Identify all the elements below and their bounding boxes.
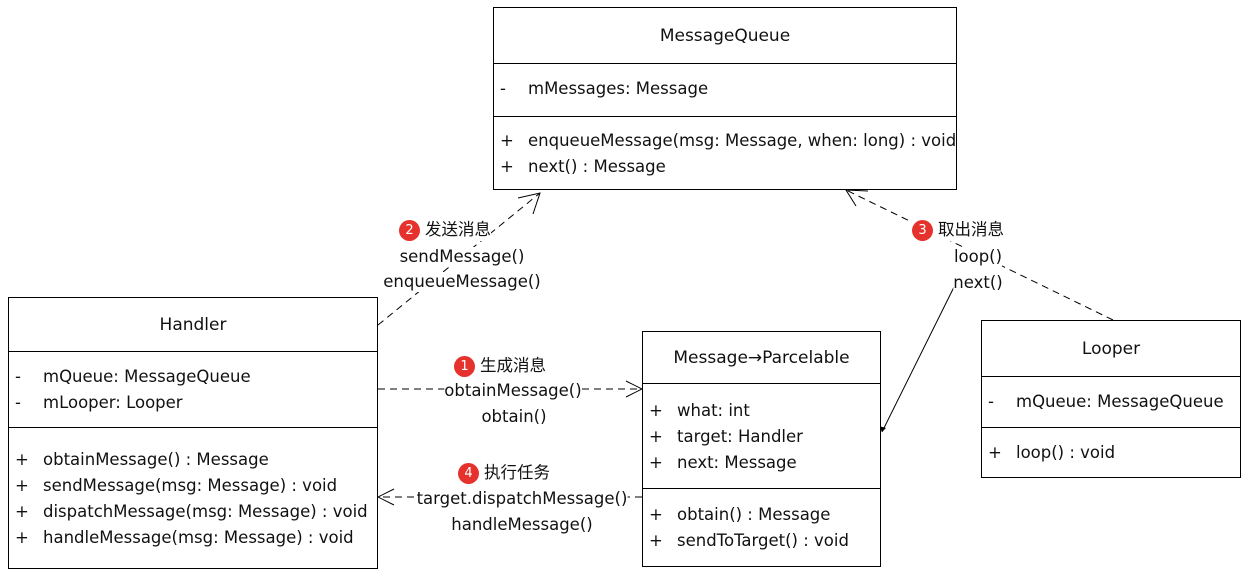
attribute-text: target: Handler bbox=[677, 427, 803, 446]
visibility-marker: - bbox=[988, 392, 994, 411]
visibility-marker: - bbox=[15, 393, 21, 412]
edge-send-arrowhead bbox=[517, 192, 541, 215]
edge-title: 执行任务 bbox=[484, 463, 550, 482]
step-badge: 2 bbox=[399, 220, 420, 241]
visibility-marker: + bbox=[15, 502, 29, 521]
method-text: loop() : void bbox=[1016, 443, 1116, 462]
class-name: Message→Parcelable bbox=[643, 332, 880, 384]
visibility-marker: - bbox=[15, 367, 21, 386]
visibility-marker: + bbox=[649, 401, 663, 420]
method-text: sendToTarget() : void bbox=[677, 531, 849, 550]
method-row: + sendMessage(msg: Message) : void bbox=[9, 476, 377, 502]
attribute-row: - mQueue: MessageQueue bbox=[982, 392, 1240, 418]
attributes-section: - mMessages: Message bbox=[494, 64, 956, 117]
edge-take-call: loop() bbox=[953, 247, 1003, 267]
edge-next-line bbox=[881, 284, 956, 433]
method-row: + sendToTarget() : void bbox=[643, 531, 880, 557]
edge-create-title: 1 生成消息 bbox=[454, 356, 546, 377]
step-badge: 3 bbox=[912, 220, 933, 241]
class-name: Handler bbox=[9, 298, 377, 352]
edge-take-title: 3 取出消息 bbox=[912, 220, 1004, 241]
attribute-text: what: int bbox=[677, 401, 750, 420]
edge-create-call: obtain() bbox=[481, 407, 547, 427]
step-badge: 1 bbox=[454, 356, 475, 377]
method-text: obtain() : Message bbox=[677, 505, 831, 524]
edge-take-arrowhead bbox=[845, 189, 869, 207]
class-looper[interactable]: Looper - mQueue: MessageQueue + loop() :… bbox=[981, 320, 1241, 478]
visibility-marker: + bbox=[649, 427, 663, 446]
step-badge: 4 bbox=[458, 463, 479, 484]
visibility-marker: + bbox=[988, 443, 1002, 462]
visibility-marker: + bbox=[15, 528, 29, 547]
attribute-row: - mMessages: Message bbox=[494, 79, 956, 105]
edge-create-call: obtainMessage() bbox=[444, 381, 582, 401]
edge-send-call: enqueueMessage() bbox=[383, 272, 541, 292]
method-text: obtainMessage() : Message bbox=[43, 450, 269, 469]
edge-title: 取出消息 bbox=[938, 220, 1004, 239]
attribute-text: next: Message bbox=[677, 453, 797, 472]
edge-send-call: sendMessage() bbox=[399, 247, 525, 267]
method-text: next() : Message bbox=[528, 157, 666, 176]
visibility-marker: + bbox=[500, 157, 514, 176]
visibility-marker: + bbox=[15, 450, 29, 469]
edge-take-call: next() bbox=[953, 273, 1003, 293]
attribute-text: mMessages: Message bbox=[528, 79, 709, 98]
method-row: + handleMessage(msg: Message) : void bbox=[9, 528, 377, 554]
visibility-marker: + bbox=[500, 131, 514, 150]
method-row: + enqueueMessage(msg: Message, when: lon… bbox=[494, 131, 956, 157]
class-name: Looper bbox=[982, 321, 1240, 377]
attribute-row: + next: Message bbox=[643, 453, 880, 479]
method-row: + dispatchMessage(msg: Message) : void bbox=[9, 502, 377, 528]
visibility-marker: + bbox=[649, 505, 663, 524]
attribute-text: mLooper: Looper bbox=[43, 393, 183, 412]
methods-section: + enqueueMessage(msg: Message, when: lon… bbox=[494, 117, 956, 183]
attribute-row: + target: Handler bbox=[643, 427, 880, 453]
methods-section: + obtain() : Message + sendToTarget() : … bbox=[643, 489, 880, 557]
method-text: dispatchMessage(msg: Message) : void bbox=[43, 502, 368, 521]
methods-section: + obtainMessage() : Message + sendMessag… bbox=[9, 428, 377, 554]
attribute-text: mQueue: MessageQueue bbox=[1016, 392, 1224, 411]
visibility-marker: - bbox=[500, 79, 506, 98]
visibility-marker: + bbox=[15, 476, 29, 495]
method-row: + next() : Message bbox=[494, 157, 956, 183]
attribute-row: - mQueue: MessageQueue bbox=[9, 367, 377, 393]
edge-execute-call: handleMessage() bbox=[451, 515, 593, 535]
method-text: enqueueMessage(msg: Message, when: long)… bbox=[528, 131, 957, 150]
attributes-section: - mQueue: MessageQueue bbox=[982, 377, 1240, 428]
edge-title: 发送消息 bbox=[425, 220, 491, 239]
methods-section: + loop() : void bbox=[982, 428, 1240, 469]
visibility-marker: + bbox=[649, 531, 663, 550]
class-messagequeue[interactable]: MessageQueue - mMessages: Message + enqu… bbox=[493, 7, 957, 190]
edge-send-line bbox=[377, 192, 541, 326]
edge-execute-call: target.dispatchMessage() bbox=[416, 489, 628, 509]
edge-execute-title: 4 执行任务 bbox=[458, 463, 550, 484]
class-handler[interactable]: Handler - mQueue: MessageQueue - mLooper… bbox=[8, 297, 378, 569]
method-text: handleMessage(msg: Message) : void bbox=[43, 528, 354, 547]
edge-execute-arrowhead bbox=[376, 488, 395, 506]
method-row: + obtain() : Message bbox=[643, 505, 880, 531]
attribute-row: - mLooper: Looper bbox=[9, 393, 377, 419]
attributes-section: + what: int + target: Handler + next: Me… bbox=[643, 384, 880, 489]
class-message[interactable]: Message→Parcelable + what: int + target:… bbox=[642, 331, 881, 567]
method-row: + loop() : void bbox=[982, 443, 1240, 469]
method-row: + obtainMessage() : Message bbox=[9, 450, 377, 476]
attribute-row: + what: int bbox=[643, 401, 880, 427]
class-name: MessageQueue bbox=[494, 8, 956, 64]
edge-send-title: 2 发送消息 bbox=[399, 220, 491, 241]
attributes-section: - mQueue: MessageQueue - mLooper: Looper bbox=[9, 352, 377, 428]
method-text: sendMessage(msg: Message) : void bbox=[43, 476, 338, 495]
edge-title: 生成消息 bbox=[480, 356, 546, 375]
visibility-marker: + bbox=[649, 453, 663, 472]
attribute-text: mQueue: MessageQueue bbox=[43, 367, 251, 386]
